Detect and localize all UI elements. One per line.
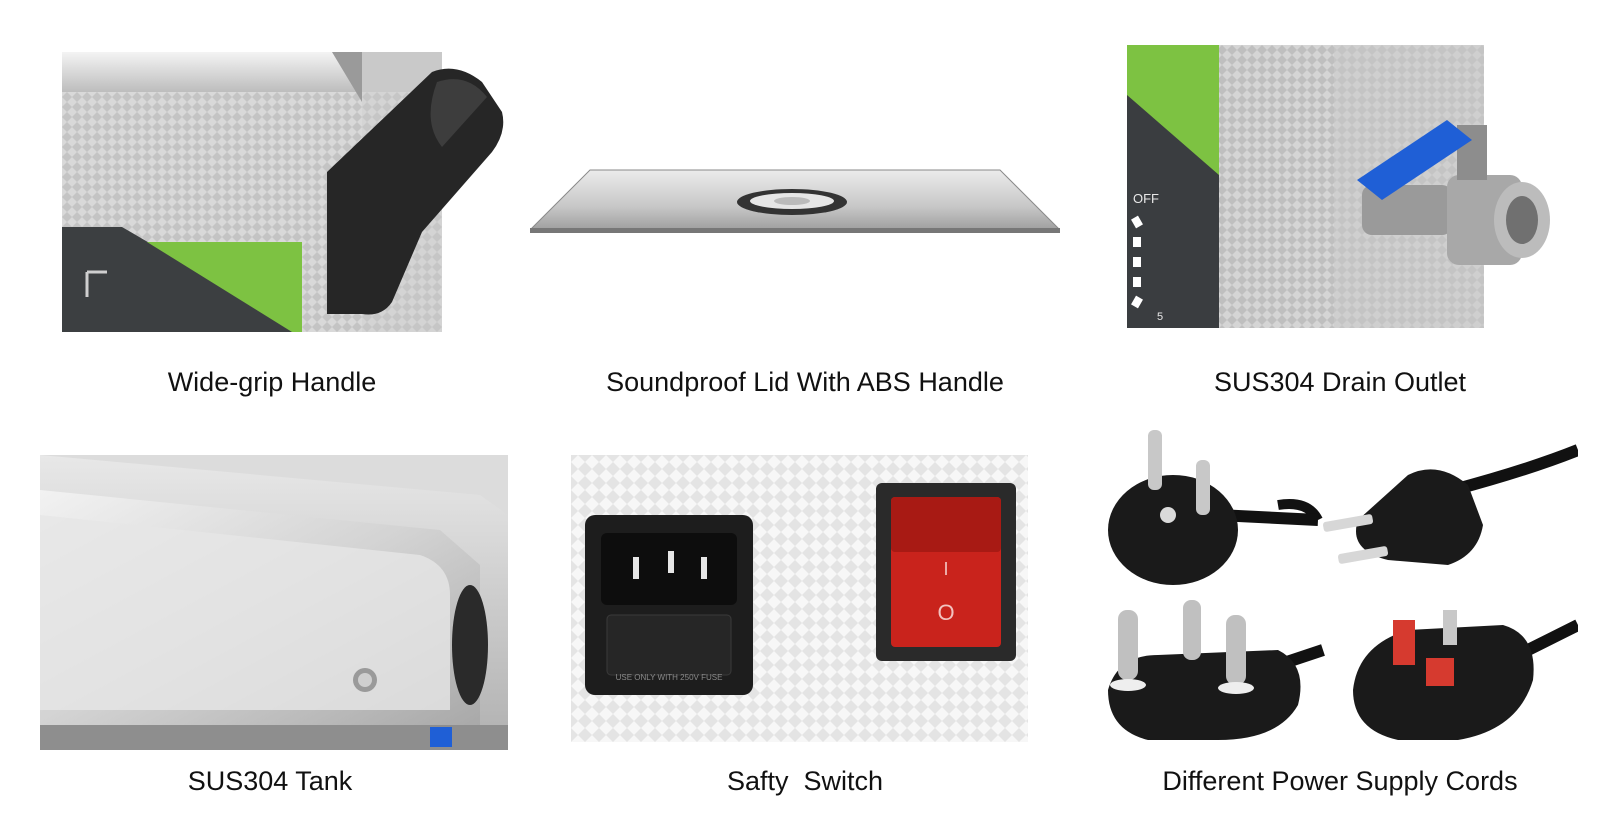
tank-photo bbox=[40, 455, 508, 750]
timer-off-label: OFF bbox=[1133, 191, 1159, 206]
caption-drain: SUS304 Drain Outlet bbox=[1213, 367, 1467, 397]
switch-photo: USE ONLY WITH 250V FUSE I O bbox=[571, 455, 1028, 742]
power-plugs-photo-icon bbox=[1108, 430, 1578, 760]
caption-handle: Wide-grip Handle bbox=[167, 367, 377, 397]
caption-lid: Soundproof Lid With ABS Handle bbox=[606, 367, 1004, 397]
caption-switch: Safty Switch bbox=[726, 766, 884, 796]
drain-valve-photo-icon: OFF 5 bbox=[1127, 45, 1582, 328]
power-socket-and-switch-photo-icon: USE ONLY WITH 250V FUSE I O bbox=[571, 455, 1028, 742]
timer-five-label: 5 bbox=[1157, 311, 1163, 323]
tank-photo-icon bbox=[40, 455, 508, 750]
lid-photo-icon bbox=[530, 169, 1060, 233]
handle-photo bbox=[62, 52, 507, 332]
drain-photo: OFF 5 bbox=[1127, 45, 1582, 328]
cords-photo bbox=[1108, 430, 1578, 760]
lid-photo bbox=[530, 160, 1060, 240]
caption-tank: SUS304 Tank bbox=[187, 766, 353, 796]
wide-grip-handle-photo-icon bbox=[62, 52, 504, 332]
caption-cords: Different Power Supply Cords bbox=[1162, 766, 1518, 796]
switch-off-mark: O bbox=[937, 600, 954, 625]
switch-on-mark: I bbox=[943, 559, 948, 579]
socket-fuse-text: USE ONLY WITH 250V FUSE bbox=[616, 673, 723, 682]
